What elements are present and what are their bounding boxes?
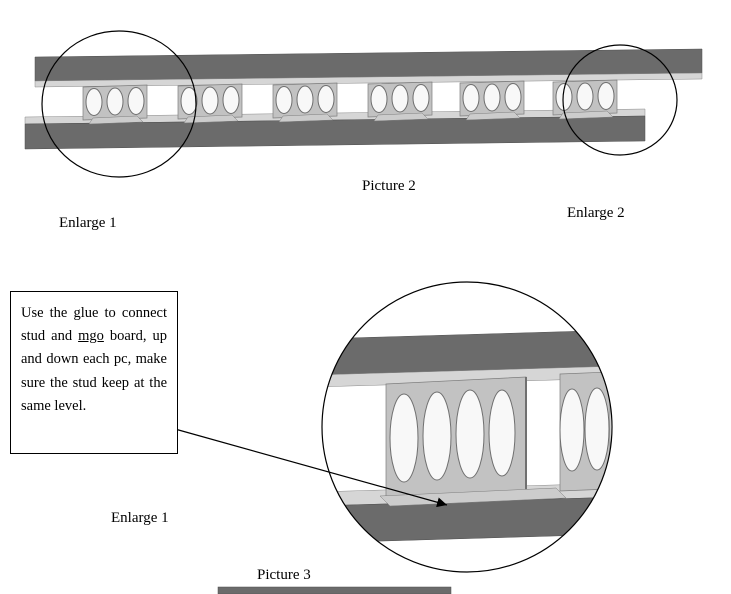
- top-board-bottom-edge: [34, 72, 703, 88]
- bottom-board-front: [24, 115, 646, 150]
- zoom-stud-hole: [389, 393, 419, 483]
- enlarge1-circle: [41, 30, 197, 178]
- stud-group: [367, 81, 433, 122]
- stud-group: [82, 84, 148, 125]
- zoom-stud-hole: [559, 388, 585, 472]
- zoom-bottom-track: [379, 487, 567, 507]
- zoom-stud-hole: [422, 391, 452, 481]
- callout-text-part1: Use the glue to connect stud and: [21, 305, 167, 345]
- picture3-caption: Picture 3: [257, 567, 311, 583]
- stud-group: [177, 83, 243, 124]
- callout-box: Use the glue to connect stud and mgo boa…: [10, 291, 178, 454]
- zoom-stud-hole: [488, 389, 516, 477]
- callout-text-part2: board, up and down each pc, make sure th…: [21, 328, 167, 414]
- zoom-stud-hole: [584, 387, 610, 471]
- picture2-assembly: [24, 30, 703, 178]
- picture2-caption: Picture 2: [362, 178, 416, 194]
- enlarge1-zoom-circle: [321, 281, 613, 573]
- callout-text-underlined: mgo: [78, 328, 104, 345]
- callout-arrow: [174, 428, 448, 508]
- picture3-zoom-content: [322, 329, 612, 544]
- next-picture-edge: [217, 586, 452, 594]
- enlarge1-label-zoom: Enlarge 1: [111, 510, 169, 526]
- stud-group: [459, 80, 525, 121]
- stud-group: [272, 82, 338, 123]
- zoom-top-board-front: [322, 329, 612, 376]
- enlarge1-label-top: Enlarge 1: [59, 215, 117, 231]
- zoom-stud-hole: [455, 389, 485, 479]
- zoom-top-board-bottom-edge: [322, 365, 612, 388]
- enlarge2-circle: [562, 44, 678, 156]
- enlarge2-label-top: Enlarge 2: [567, 205, 625, 221]
